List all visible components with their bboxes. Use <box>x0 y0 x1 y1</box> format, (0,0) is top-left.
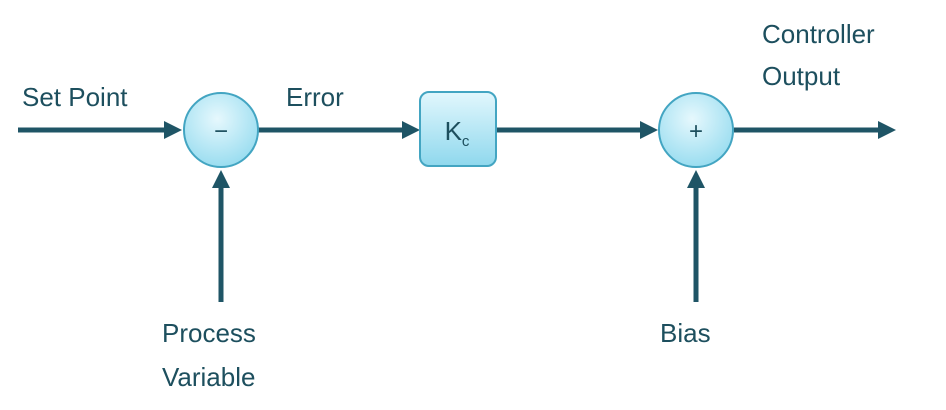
process-variable-label-line2: Variable <box>162 362 256 392</box>
set-point-arrow <box>18 121 182 139</box>
process-variable-label-line1: Process <box>162 318 256 348</box>
controller-output-label-line2: Output <box>762 61 841 91</box>
subtract-sign: − <box>214 118 228 145</box>
set-point-label: Set Point <box>22 82 128 112</box>
controller-output-label-line1: Controller <box>762 19 875 49</box>
process-variable-arrow <box>212 170 230 302</box>
bias-arrow <box>687 170 705 302</box>
subtract-junction: − <box>183 92 259 168</box>
bias-label: Bias <box>660 318 711 348</box>
gain-output-arrow <box>496 121 658 139</box>
gain-label: Kc <box>445 116 470 150</box>
gain-subscript: c <box>462 133 470 150</box>
gain-symbol: K <box>445 116 463 146</box>
error-label: Error <box>286 82 344 112</box>
gain-block: Kc <box>419 91 497 167</box>
add-junction: + <box>658 92 734 168</box>
error-arrow <box>258 121 420 139</box>
controller-output-arrow <box>734 121 896 139</box>
add-sign: + <box>689 118 703 145</box>
